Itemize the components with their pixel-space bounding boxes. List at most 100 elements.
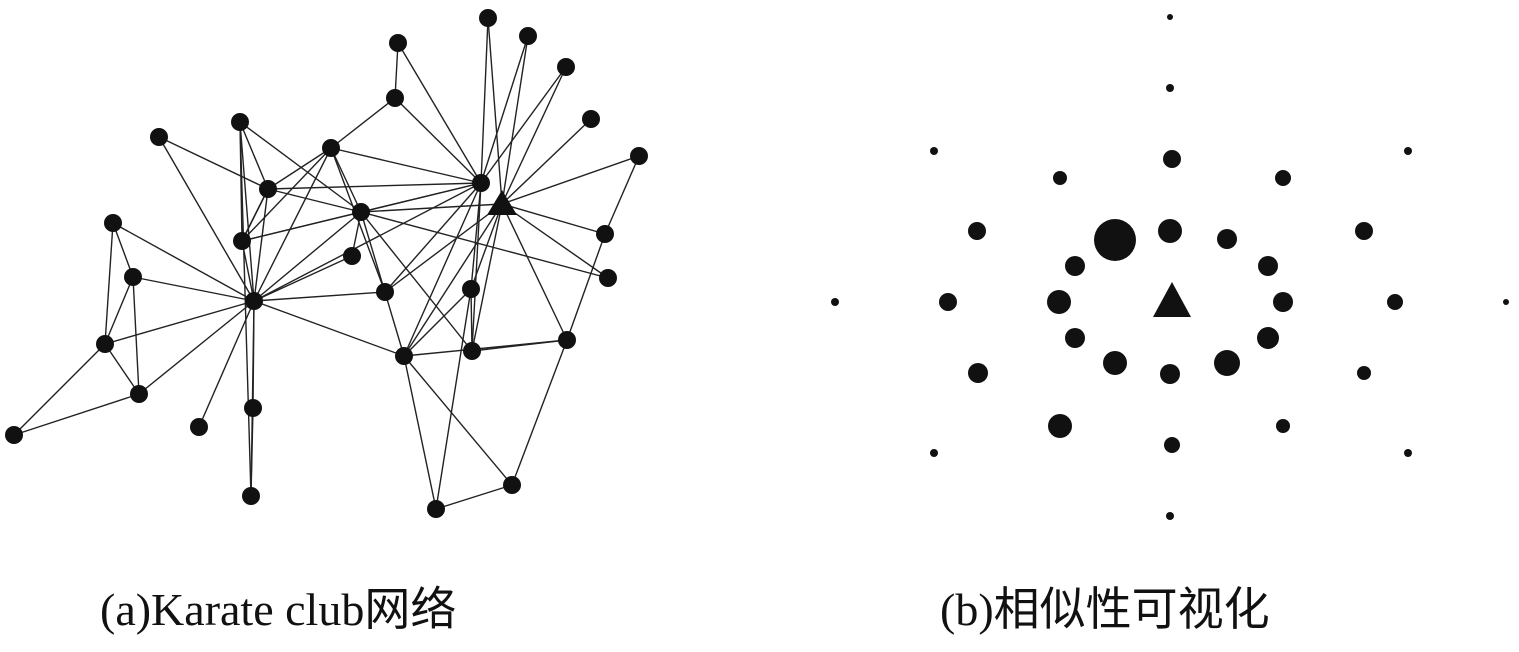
network-edge xyxy=(267,182,482,190)
similarity-node xyxy=(1166,512,1174,520)
network-node xyxy=(427,500,445,518)
network-node xyxy=(395,347,413,365)
network-node xyxy=(630,147,648,165)
network-edge xyxy=(403,355,513,486)
network-edge xyxy=(330,147,362,213)
network-edge xyxy=(132,276,140,395)
network-edge xyxy=(253,188,269,302)
network-edge xyxy=(253,147,332,302)
network-node xyxy=(259,180,277,198)
similarity-node xyxy=(1276,419,1290,433)
network-node xyxy=(596,225,614,243)
network-edge xyxy=(403,203,503,357)
network-edge xyxy=(471,203,503,352)
network-node xyxy=(519,27,537,45)
network-node xyxy=(150,128,168,146)
network-node xyxy=(231,113,249,131)
network-edge xyxy=(267,188,362,213)
network-edge xyxy=(566,233,606,341)
network-edge xyxy=(104,300,255,345)
network-edge xyxy=(501,35,529,205)
network-edge xyxy=(158,136,255,302)
network-node xyxy=(233,232,251,250)
network-node xyxy=(242,487,260,505)
similarity-node xyxy=(1103,351,1127,375)
panel-a-karate-network xyxy=(5,9,648,518)
network-edge xyxy=(403,288,472,357)
network-edges xyxy=(13,17,640,510)
target-node-triangle xyxy=(1153,282,1191,317)
similarity-node xyxy=(1273,292,1293,312)
network-edge xyxy=(604,155,640,235)
network-node xyxy=(190,418,208,436)
similarity-node xyxy=(1404,449,1412,457)
network-edge xyxy=(501,155,640,205)
network-node xyxy=(104,214,122,232)
network-edge xyxy=(403,339,568,357)
network-node xyxy=(503,476,521,494)
similarity-node xyxy=(1217,229,1237,249)
network-edge xyxy=(239,121,255,302)
network-edge xyxy=(330,147,482,184)
similarity-node xyxy=(1503,299,1509,305)
network-edge xyxy=(501,203,606,235)
network-edge xyxy=(487,17,503,205)
similarity-node xyxy=(1158,219,1182,243)
network-node xyxy=(463,342,481,360)
network-node xyxy=(245,292,263,310)
network-edge xyxy=(104,276,134,345)
similarity-node xyxy=(1047,290,1071,314)
network-node xyxy=(389,34,407,52)
similarity-node xyxy=(1065,256,1085,276)
similarity-node xyxy=(1275,170,1291,186)
network-edge xyxy=(435,288,472,510)
network-edge xyxy=(403,355,437,510)
similarity-node xyxy=(1160,364,1180,384)
network-node xyxy=(343,247,361,265)
network-edge xyxy=(330,97,396,149)
network-edge xyxy=(253,182,482,302)
similarity-node xyxy=(1164,437,1180,453)
network-edge xyxy=(360,211,609,279)
network-node xyxy=(479,9,497,27)
similarity-node xyxy=(939,293,957,311)
network-edge xyxy=(501,203,568,341)
network-edge xyxy=(394,97,482,184)
panel-b-caption: (b)相似性可视化 xyxy=(940,584,1270,635)
network-edge xyxy=(253,300,405,357)
network-edge xyxy=(13,343,106,436)
similarity-node xyxy=(968,363,988,383)
network-node xyxy=(96,335,114,353)
similarity-node xyxy=(831,298,839,306)
network-edge xyxy=(112,222,255,302)
target-node-triangle xyxy=(487,190,517,215)
network-edge xyxy=(138,300,255,395)
network-node xyxy=(244,399,262,417)
figure-panels xyxy=(5,9,1509,520)
similarity-node xyxy=(1404,147,1412,155)
network-edge xyxy=(397,42,482,184)
panel-a-caption: (a)Karate club网络 xyxy=(100,584,457,635)
network-edge xyxy=(132,276,255,302)
network-node xyxy=(124,268,142,286)
similarity-node xyxy=(1258,256,1278,276)
network-node xyxy=(558,331,576,349)
similarity-node xyxy=(1387,294,1403,310)
network-edge xyxy=(253,291,386,302)
similarity-node xyxy=(1357,366,1371,380)
similarity-node xyxy=(1048,414,1072,438)
network-edge xyxy=(480,17,489,184)
network-edge xyxy=(198,300,255,428)
network-edge xyxy=(267,147,332,190)
network-node xyxy=(130,385,148,403)
similarity-node xyxy=(1094,219,1136,261)
network-nodes xyxy=(5,9,648,518)
network-edge xyxy=(112,222,134,278)
network-edge xyxy=(239,121,269,190)
network-edge xyxy=(501,118,592,205)
similarity-node xyxy=(1355,222,1373,240)
network-edge xyxy=(480,35,529,184)
network-edge xyxy=(435,484,513,510)
network-node xyxy=(5,426,23,444)
network-edge xyxy=(501,203,609,279)
